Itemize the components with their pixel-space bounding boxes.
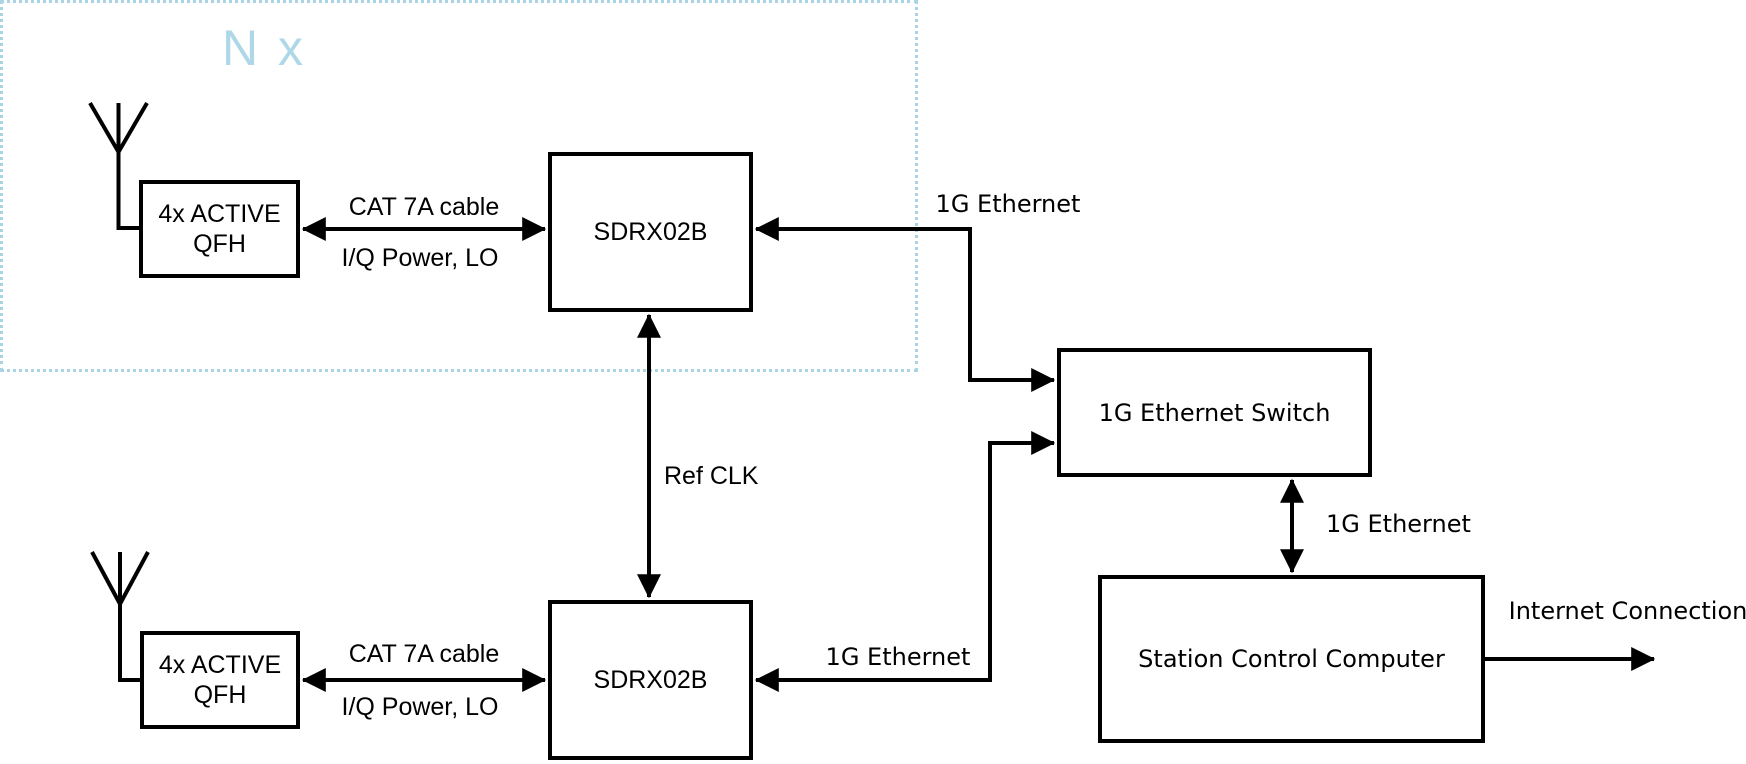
node-sdrx02b-top: SDRX02B [548,152,753,312]
edge-label-1g-ethernet-switch-computer: 1G Ethernet [1326,510,1471,538]
ethernet-arrow-top [754,217,1056,392]
node-qfh-antenna-top: 4x ACTIVE QFH [139,180,300,278]
node-label: 1G Ethernet Switch [1098,398,1331,427]
edge-label-internet-connection: Internet Connection [1508,597,1746,625]
node-ethernet-switch: 1G Ethernet Switch [1057,348,1372,477]
node-label: 4x ACTIVE [158,651,282,679]
antenna-icon-bottom [90,551,150,682]
node-station-control-computer: Station Control Computer [1098,575,1485,743]
node-label: Station Control Computer [1138,645,1445,673]
replication-count-label: N x [222,20,306,76]
edge-label-cat7a-cable-bottom: CAT 7A cable [348,640,500,668]
node-label: SDRX02B [593,666,708,694]
ethernet-arrow-bottom [754,431,1056,692]
edge-label-cat7a-cable-top: CAT 7A cable [348,193,500,221]
replication-region [0,0,918,372]
edge-label-1g-ethernet-bottom: 1G Ethernet [825,643,971,671]
node-sdrx02b-bottom: SDRX02B [548,600,753,760]
node-label: SDRX02B [593,218,708,246]
edge-label-iq-power-lo-top: I/Q Power, LO [341,244,499,272]
node-label: 4x ACTIVE [158,200,281,228]
antenna-icon-top [88,101,149,230]
node-label: QFH [193,230,246,258]
edge-label-1g-ethernet-top: 1G Ethernet [935,190,1081,218]
node-qfh-antenna-bottom: 4x ACTIVE QFH [140,631,300,729]
node-label: QFH [193,681,247,709]
edge-label-ref-clk: Ref CLK [664,462,759,490]
edge-label-iq-power-lo-bottom: I/Q Power, LO [341,693,499,721]
